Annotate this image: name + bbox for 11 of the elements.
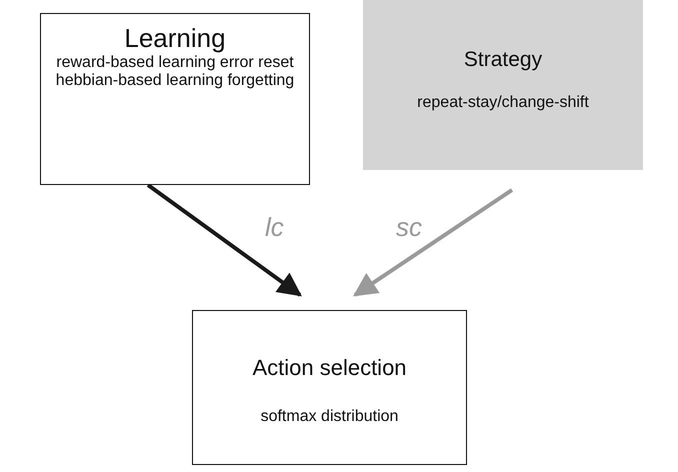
box-title: Learning <box>124 24 226 54</box>
process-box <box>40 13 310 185</box>
box-text: softmax distribution <box>260 408 398 427</box>
box-text: repeat-stay/change-shift <box>417 94 589 113</box>
arrow <box>353 188 514 297</box>
arrow <box>146 183 302 297</box>
process-box <box>192 310 467 465</box>
box-title: Action selection <box>252 355 407 380</box>
box-title: Strategy <box>464 48 542 72</box>
box-text: reward-based learning error reset hebbian-based learning forgetting <box>54 54 296 91</box>
shaded-box <box>363 0 643 170</box>
